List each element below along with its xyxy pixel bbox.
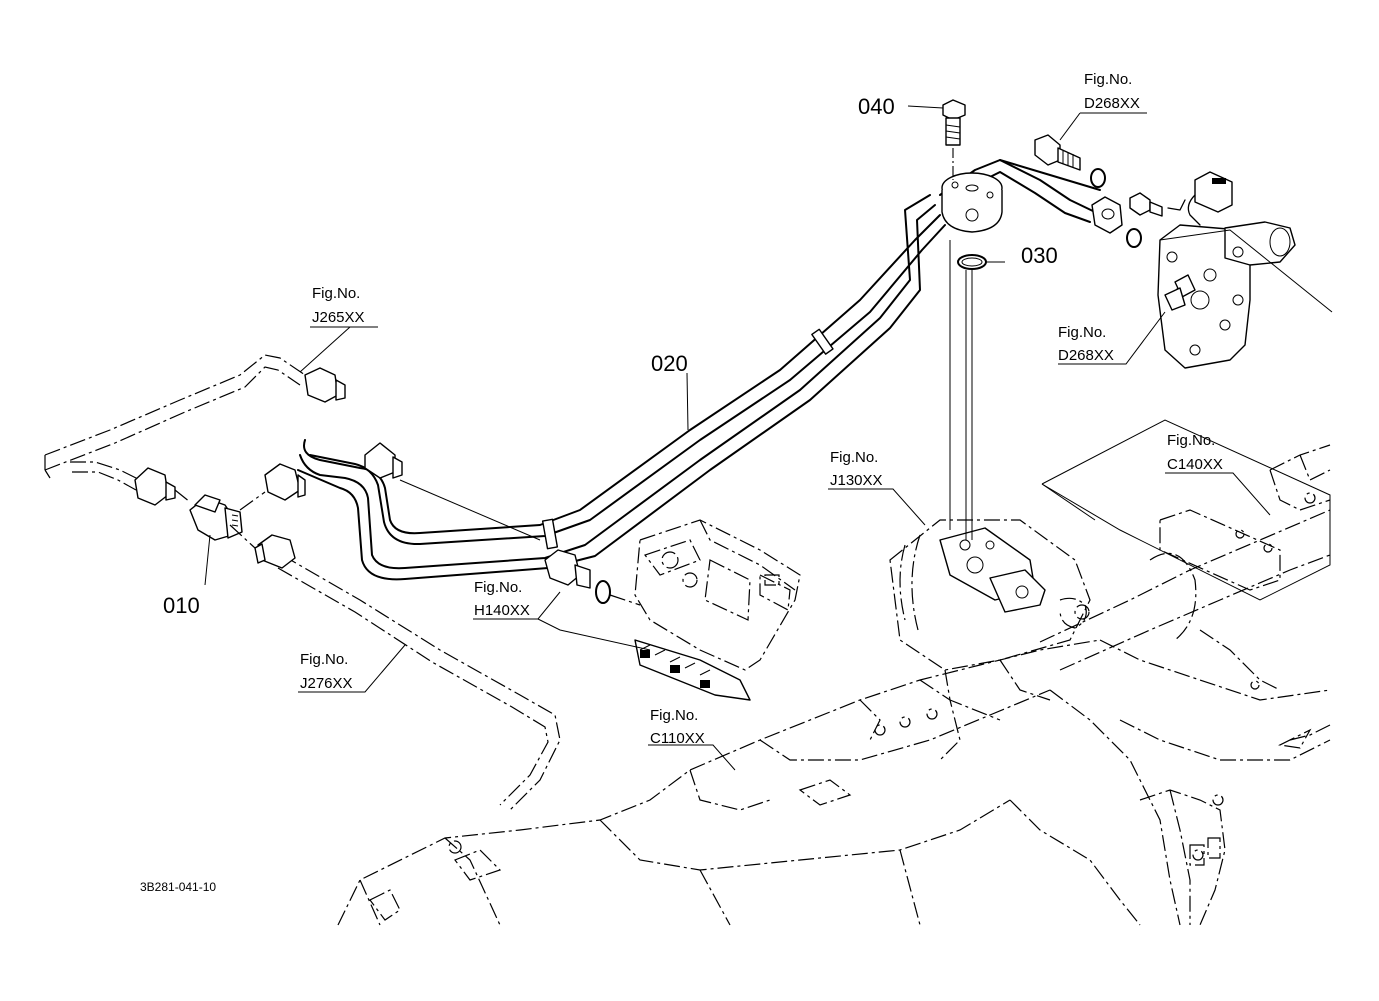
fig-prefix: Fig.No. — [474, 579, 522, 596]
fig-number: C110XX — [650, 730, 705, 747]
fig-number: J130XX — [830, 472, 883, 489]
fig-ref-j265: Fig.No. J265XX — [312, 285, 365, 326]
fig-prefix: Fig.No. — [1058, 324, 1106, 341]
fig-ref-d268-top: Fig.No. D268XX — [1084, 71, 1140, 112]
o-ring-030 — [957, 254, 987, 270]
fig-number: H140XX — [474, 602, 530, 619]
control-valve-h140 — [634, 519, 801, 701]
transmission-housing-c110 — [337, 639, 1181, 926]
fig-number: D268XX — [1084, 95, 1140, 112]
reference-pipe-j265 — [44, 354, 306, 491]
fig-prefix: Fig.No. — [1167, 432, 1215, 449]
fig-number: J265XX — [312, 309, 365, 326]
callout-010: 010 — [163, 593, 200, 618]
fig-prefix: Fig.No. — [650, 707, 698, 724]
fig-prefix: Fig.No. — [312, 285, 360, 302]
callout-020: 020 — [651, 351, 688, 376]
pipe-end-fittings — [264, 367, 403, 501]
fig-number: D268XX — [1058, 347, 1114, 364]
hydraulic-block-j130 — [889, 519, 1091, 721]
reference-pipe-j276 — [277, 554, 561, 811]
fig-number: C140XX — [1167, 456, 1223, 473]
chassis-frame-c140 — [1039, 444, 1331, 926]
fig-prefix: Fig.No. — [830, 449, 878, 466]
leader-lines — [204, 105, 1271, 771]
banjo-block — [941, 172, 1003, 233]
fig-ref-c110: Fig.No. C110XX — [650, 707, 705, 747]
fig-ref-d268-right: Fig.No. D268XX — [1058, 324, 1114, 364]
fig-ref-j276: Fig.No. J276XX — [300, 651, 353, 692]
fig-ref-h140: Fig.No. H140XX — [474, 579, 530, 619]
fig-prefix: Fig.No. — [1084, 71, 1132, 88]
h140-fitting — [544, 549, 611, 604]
fig-ref-j130: Fig.No. J130XX — [830, 449, 883, 489]
solenoid-valve-d268 — [1034, 134, 1333, 369]
fig-prefix: Fig.No. — [300, 651, 348, 668]
callout-030: 030 — [1021, 243, 1058, 268]
c140-reference-box — [1041, 419, 1331, 601]
drawing-code: 3B281-041-10 — [140, 880, 216, 894]
callout-040: 040 — [858, 94, 895, 119]
fig-number: J276XX — [300, 675, 353, 692]
fig-ref-c140: Fig.No. C140XX — [1167, 432, 1223, 473]
bolt-040 — [942, 99, 966, 146]
